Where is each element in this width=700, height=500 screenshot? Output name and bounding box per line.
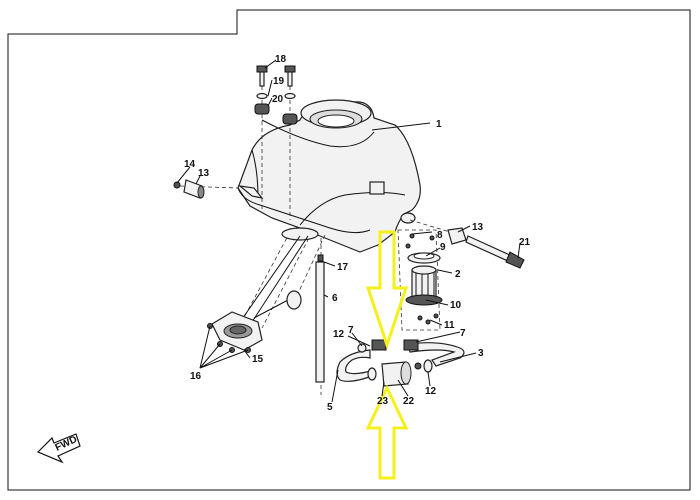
callout-13-right: 13 xyxy=(472,222,484,233)
callout-14: 14 xyxy=(184,159,196,170)
fwd-direction-badge: FWD xyxy=(36,433,81,464)
callout-16: 16 xyxy=(190,371,202,382)
hose-6 xyxy=(315,261,325,383)
callout-13-left: 13 xyxy=(198,168,210,179)
callout-20: 20 xyxy=(272,94,284,105)
top-bolts xyxy=(254,65,298,220)
callout-10: 10 xyxy=(450,300,462,311)
fuel-filter-assembly xyxy=(397,229,443,331)
callout-11: 11 xyxy=(444,320,455,331)
callout-7-right: 7 xyxy=(460,328,466,339)
fuel-lines xyxy=(336,339,465,387)
bolt-13-14-left xyxy=(173,179,239,199)
callout-15: 15 xyxy=(252,354,264,365)
fuel-tank xyxy=(237,99,421,253)
callout-labels: 1 2 3 5 6 7 7 8 9 10 11 12 12 13 13 14 1… xyxy=(184,54,531,413)
callout-19: 19 xyxy=(273,76,285,87)
leader-lines xyxy=(176,59,521,403)
callout-21: 21 xyxy=(519,237,531,248)
callout-18: 18 xyxy=(275,54,287,65)
callout-6: 6 xyxy=(332,293,338,304)
callout-2: 2 xyxy=(455,269,461,280)
highlight-arrow-down xyxy=(365,230,409,350)
callout-8: 8 xyxy=(437,230,443,241)
bolt-13-21-right xyxy=(409,219,525,269)
callout-3: 3 xyxy=(478,348,484,359)
callout-5: 5 xyxy=(327,402,333,413)
callout-9: 9 xyxy=(440,242,446,253)
callout-12-right: 12 xyxy=(425,386,437,397)
callout-7-left: 7 xyxy=(348,325,354,336)
callout-17: 17 xyxy=(337,262,349,273)
fuel-pump-assembly xyxy=(207,227,326,353)
callout-1: 1 xyxy=(436,119,442,130)
callout-22: 22 xyxy=(403,396,415,407)
frame-border xyxy=(7,9,691,491)
callout-23: 23 xyxy=(377,396,389,407)
highlight-arrow-up xyxy=(365,384,409,480)
clip-17 xyxy=(317,254,324,262)
callout-12-left: 12 xyxy=(333,329,345,340)
